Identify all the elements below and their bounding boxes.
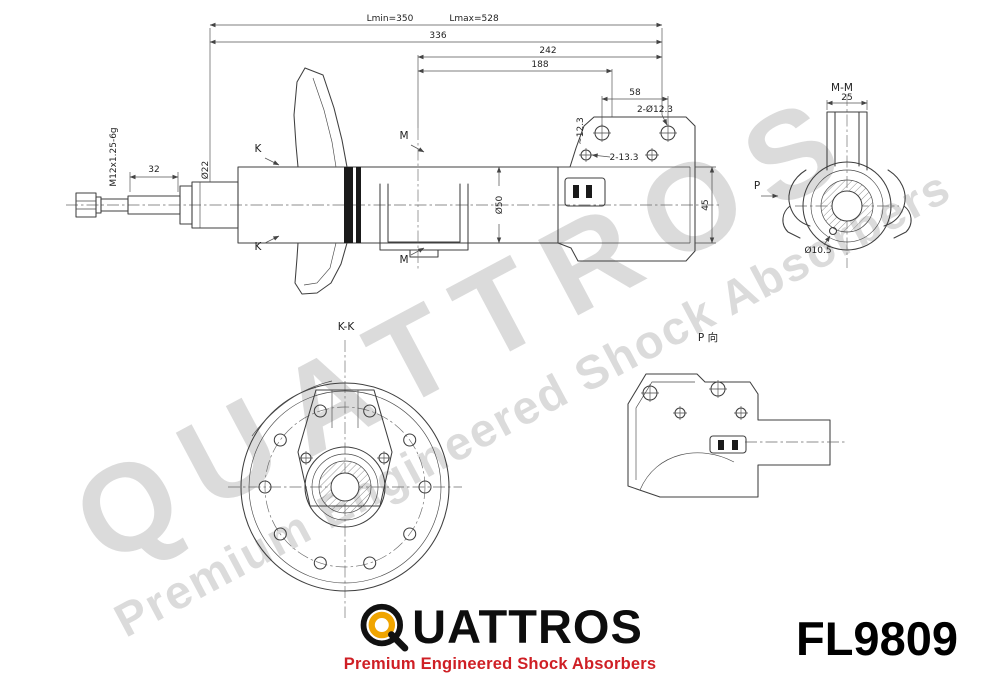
dim-58-label: 58 [629, 88, 641, 98]
mm-side-arms [782, 169, 912, 239]
weld-seat-detail [564, 177, 606, 207]
mm-bushing-ring [802, 161, 892, 251]
dim-2x13-label: 2-13.3 [609, 153, 638, 163]
p-view-label: P 向 [698, 331, 718, 344]
kk-bolt-holes [258, 404, 432, 570]
dim-thread-label: M12x1.25-6g [109, 127, 119, 186]
section-mark-m: M M [399, 128, 425, 270]
kk-view-label: K-K [338, 321, 356, 333]
rod-guide-collar [179, 181, 239, 229]
dim-lmax-label: Lmax=528 [449, 14, 499, 24]
dim-lmin-label: Lmin=350 [367, 14, 414, 24]
dimension-extension-lines [129, 28, 716, 244]
part-number: FL9809 [796, 612, 958, 665]
brand-tagline: Premium Engineered Shock Absorbers [343, 655, 657, 673]
dimension-hole-offset: ~12.3 [576, 117, 586, 145]
dimension-hole-d105: Ø10.5 [804, 226, 838, 256]
kk-bolt-circle [264, 406, 426, 568]
mm-view-label: M-M [831, 82, 853, 94]
section-mark-k: K K [255, 143, 280, 253]
p-bracket-inner-contour [635, 381, 695, 480]
dimension-holes-lower: 2-13.3 [591, 153, 639, 163]
knuckle-bracket [557, 116, 696, 262]
dimension-tube-diameter: Ø50 [494, 166, 505, 244]
kk-inner-rim [248, 390, 442, 584]
p-bracket-holes [641, 380, 748, 420]
dimension-58: 58 [601, 88, 669, 102]
dim-336-label: 336 [429, 31, 446, 41]
dim-45-label: 45 [701, 199, 711, 210]
kk-hub [304, 446, 386, 528]
p-weld-detail [709, 435, 747, 454]
bracket-hole-top-left [593, 124, 611, 142]
dimension-336: 336 [209, 31, 663, 45]
section-m-label-top: M [399, 130, 408, 142]
bracket-hole-lower-right [645, 148, 659, 162]
mid-clamp-bracket [379, 183, 469, 258]
dimension-242: 242 [417, 46, 663, 60]
dimension-188: 188 [417, 60, 613, 74]
brand-wordmark: UATTROS [412, 599, 643, 653]
dim-188-label: 188 [531, 60, 548, 70]
brand-logo-block: UATTROS Premium Engineered Shock Absorbe… [344, 600, 656, 674]
dimension-lmin-lmax: Lmin=350 Lmax=528 [209, 14, 663, 28]
section-k-label-top: K [255, 143, 263, 155]
dimension-rod-diameter: Ø22 [200, 161, 211, 180]
dim-offset-label: ~12.3 [576, 117, 586, 145]
dim-d50-label: Ø50 [494, 195, 505, 214]
dim-32-label: 32 [148, 165, 159, 175]
dim-d105-label: Ø10.5 [804, 245, 831, 256]
dim-2xd12-label: 2-Ø12.3 [637, 104, 673, 115]
dimension-45: 45 [701, 166, 715, 244]
dimension-32: 32 [129, 165, 179, 180]
p-direction-mark: P [754, 180, 779, 199]
strut-tube [237, 166, 559, 244]
dim-242-label: 242 [539, 46, 556, 56]
section-k-label-bottom: K [255, 241, 263, 253]
brand-logo-row: UATTROS [344, 600, 656, 652]
main-side-view: K K M M Lmin=350 Lmax=528 [66, 14, 720, 295]
spring-seat-bracket [293, 67, 348, 295]
p-mark-label: P [754, 180, 760, 192]
p-bracket-cutout-curve [639, 452, 735, 491]
dimension-thread: M12x1.25-6g [109, 127, 119, 186]
bracket-hole-lower-left [579, 148, 593, 162]
dim-d22-label: Ø22 [200, 161, 211, 180]
kk-section-view: K-K [228, 321, 462, 618]
dimension-holes-top: 2-Ø12.3 [637, 104, 673, 126]
section-m-label-bottom: M [399, 254, 408, 266]
kk-outer-rim [240, 382, 450, 592]
protective-band [344, 167, 361, 243]
p-bracket-outline [627, 373, 831, 498]
mm-section-view: M-M 25 [754, 82, 912, 268]
quattros-q-logo-icon [361, 603, 409, 652]
bracket-hole-top-right [659, 124, 677, 142]
mm-clevis [826, 111, 868, 171]
p-direction-view: P 向 [627, 331, 846, 498]
